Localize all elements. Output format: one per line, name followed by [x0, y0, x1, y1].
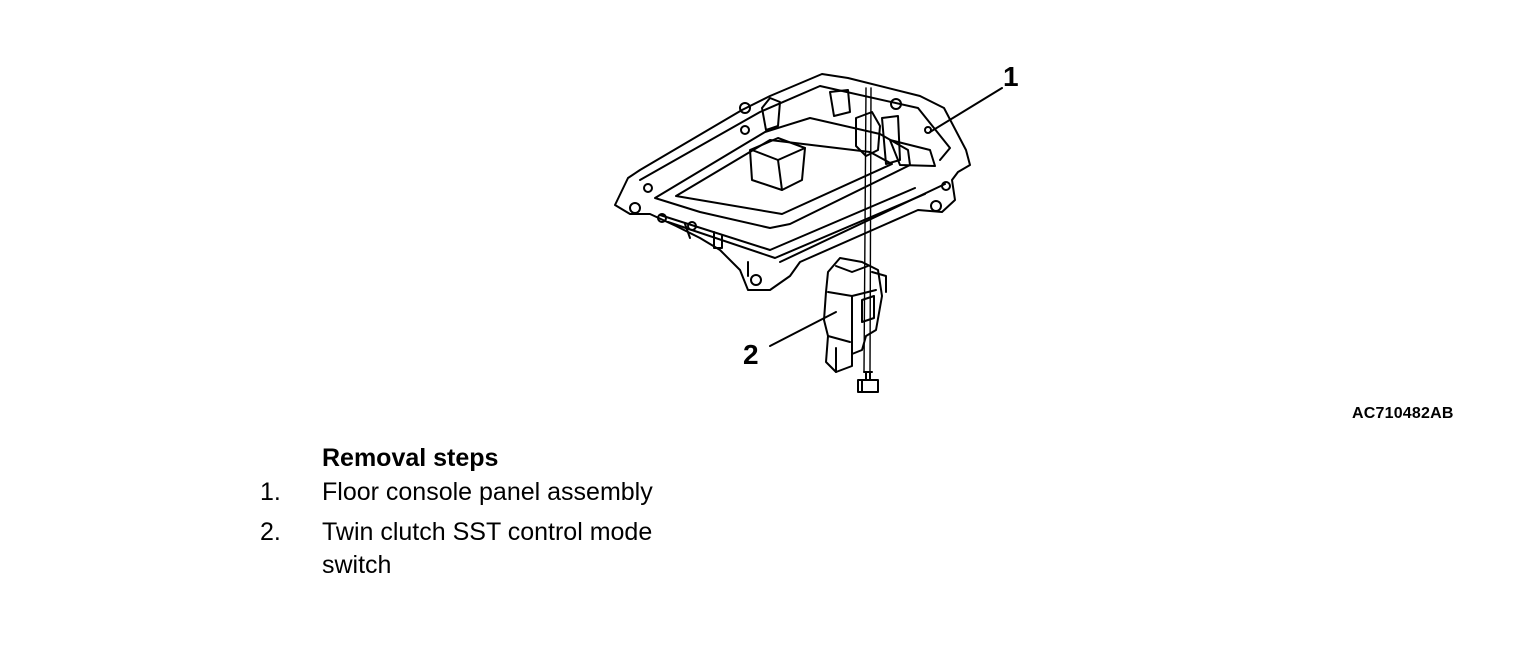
step-number: 2. — [260, 518, 281, 546]
removal-steps-heading: Removal steps — [322, 444, 499, 472]
step-text: Twin clutch SST control mode switch — [322, 518, 653, 579]
step-text: Floor console panel assembly — [322, 478, 653, 506]
callout-2: 2 — [743, 339, 759, 370]
exploded-view-illustration: 1 2 — [614, 61, 1019, 393]
leader-line-1 — [929, 87, 1003, 133]
figure-id: AC710482AB — [1352, 405, 1454, 422]
step-number: 1. — [260, 478, 281, 506]
floor-console-panel-drawing — [614, 73, 971, 291]
callout-1: 1 — [1003, 61, 1019, 92]
screw-drawing — [857, 87, 879, 393]
control-mode-switch-drawing — [823, 257, 887, 373]
leader-line-2 — [769, 311, 837, 347]
